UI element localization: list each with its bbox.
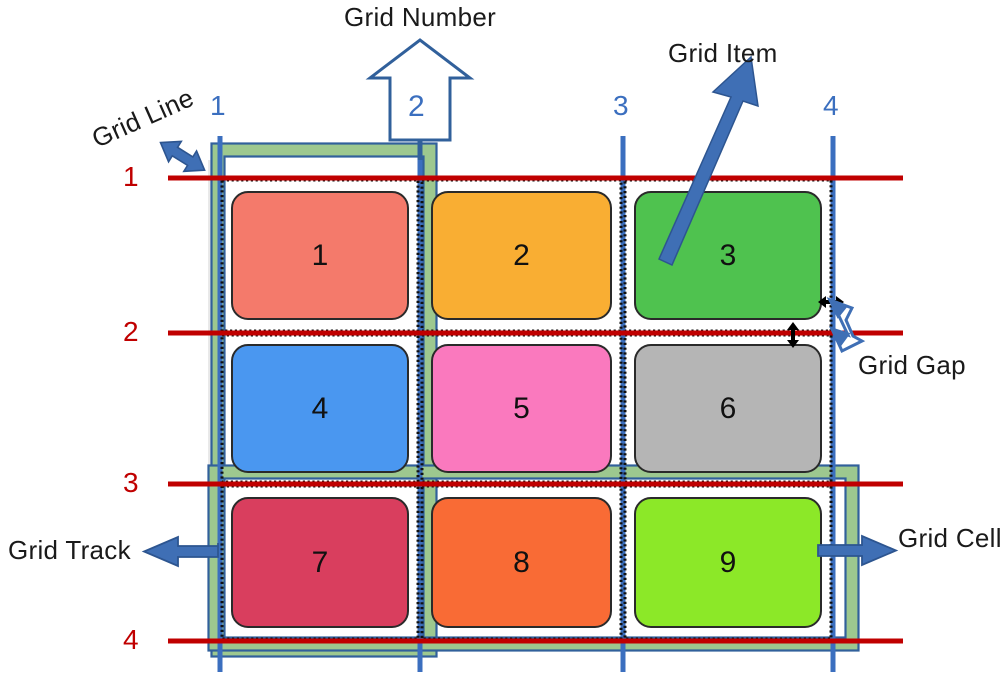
grid-number-callout-shape (365, 38, 475, 142)
annotation-grid-track: Grid Track (8, 535, 131, 565)
annotation-grid-number: Grid Number (344, 2, 497, 32)
row-number-2: 2 (123, 316, 139, 347)
grid-item-4 (231, 344, 409, 473)
grid-items (231, 191, 822, 628)
row-number-3: 3 (123, 467, 139, 498)
grid-item-8 (431, 497, 612, 628)
grid-item-7 (231, 497, 409, 628)
row-number-1: 1 (123, 161, 139, 192)
annotation-grid-gap: Grid Gap (858, 350, 966, 380)
annotation-grid-cell: Grid Cell (898, 523, 1002, 553)
grid-item-1 (231, 191, 409, 320)
grid-gap-arrow-vertical (787, 322, 799, 348)
grid-line-arrow (159, 140, 206, 173)
grid-item-6 (634, 344, 822, 473)
annotation-grid-item: Grid Item (668, 38, 778, 68)
cell-outline-r1c2 (420, 178, 623, 333)
grid-item-2 (431, 191, 612, 320)
column-number-4: 4 (823, 90, 839, 121)
grid-gap-pointer (826, 297, 866, 354)
column-number-1: 1 (210, 90, 226, 121)
grid-column-lines (217, 136, 836, 672)
column-number-3: 3 (613, 90, 629, 121)
grid-item-5 (431, 344, 612, 473)
grid-number-callout-value: 2 (408, 90, 425, 123)
grid-number-callout (365, 38, 475, 160)
grid-row-lines (168, 175, 903, 644)
row-number-4: 4 (123, 624, 139, 655)
grid-item-arrow (658, 55, 759, 267)
grid-cell-arrow (817, 534, 899, 567)
grid-item-9 (634, 497, 822, 628)
grid-track-arrow (141, 535, 219, 568)
